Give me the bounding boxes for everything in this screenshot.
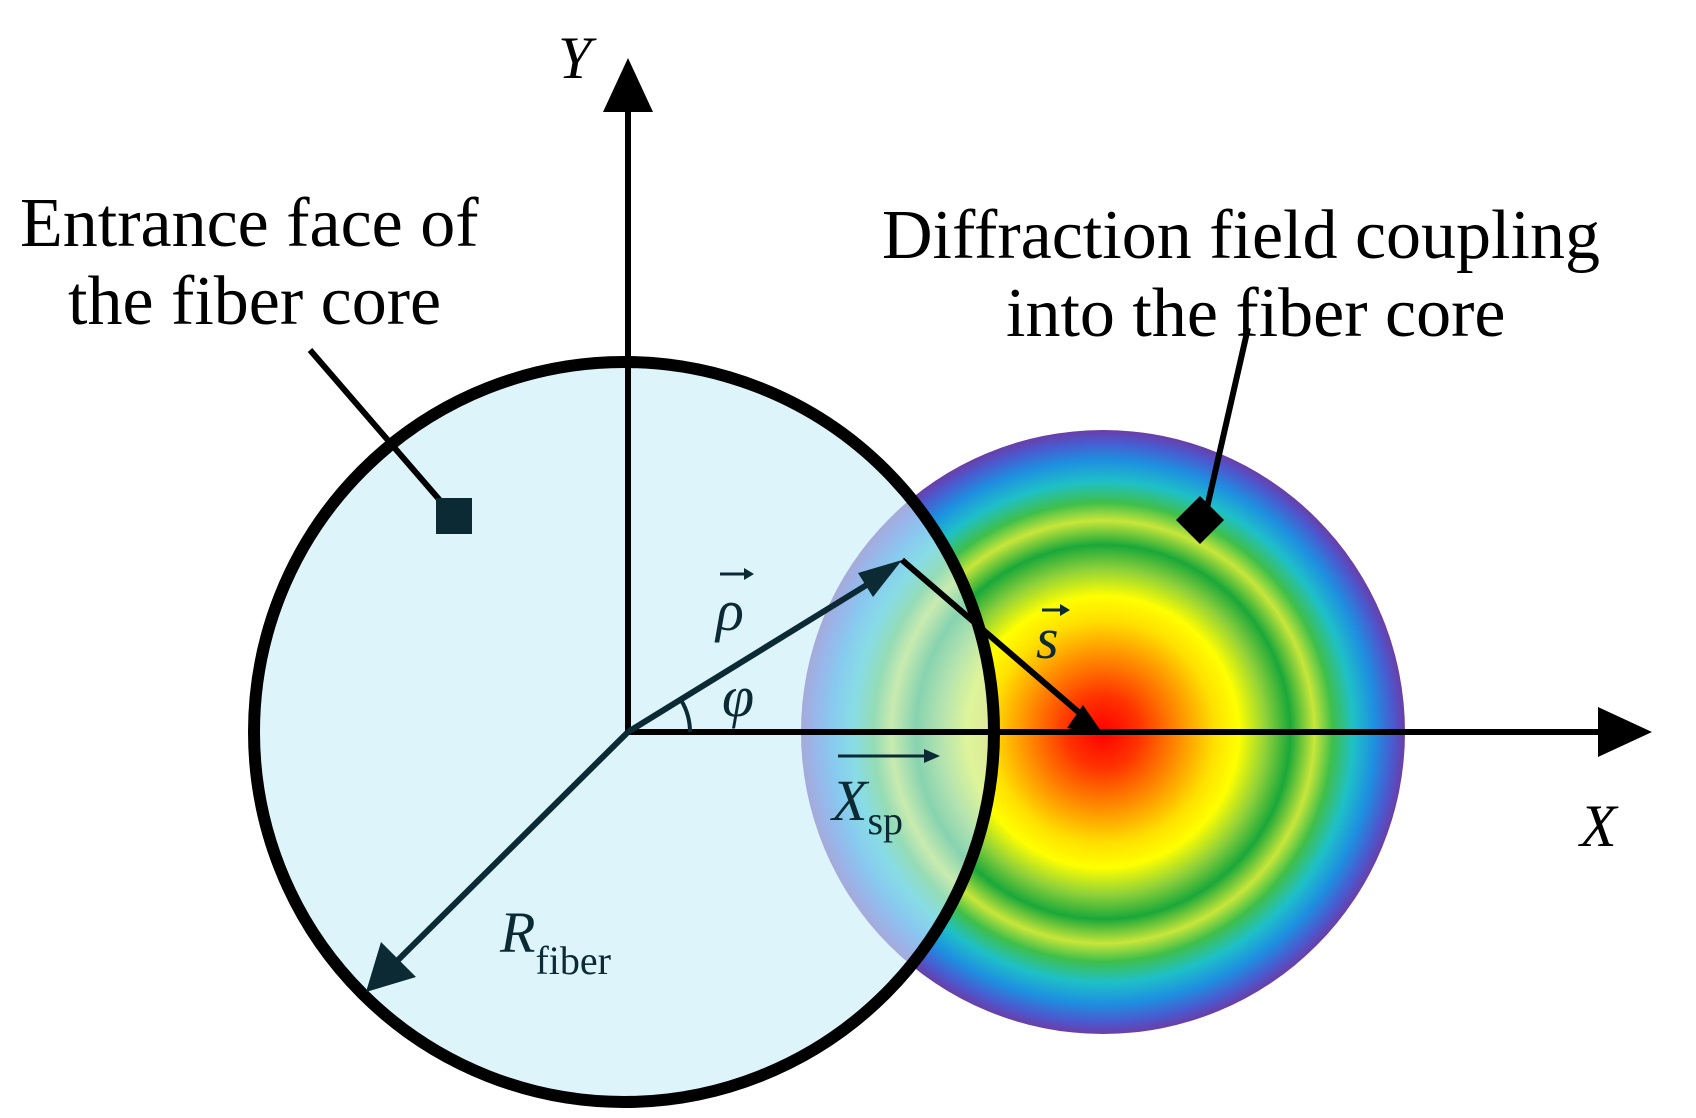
phi-angle-arc: [679, 698, 692, 733]
entrance-caption-line2: the fiber core: [68, 263, 441, 340]
x-sp-main: X: [830, 768, 870, 833]
s-overarrow-head: [1060, 604, 1070, 616]
x-sp-subscript: sp: [867, 798, 903, 843]
s-vector: [900, 557, 1085, 719]
x-axis-label: X: [1578, 793, 1619, 859]
diffraction-caption-line1: Diffraction field coupling: [882, 197, 1600, 274]
y-axis-arrowhead: [603, 58, 653, 112]
x-axis-arrowhead: [1598, 707, 1652, 757]
x-sp-label: Xsp: [830, 768, 903, 843]
diffraction-caption-line2: into the fiber core: [1006, 275, 1506, 352]
y-axis-label: Y: [558, 25, 597, 91]
r-fiber-label: Rfiber: [499, 900, 611, 983]
r-fiber-main: R: [499, 900, 535, 965]
entrance-caption-line1: Entrance face of: [20, 185, 479, 262]
s-arrowhead: [1067, 705, 1103, 734]
square-marker-icon: [436, 498, 472, 534]
phi-label: φ: [722, 664, 754, 729]
x-sp-overarrow-head: [924, 749, 940, 763]
rho-vector: [626, 575, 880, 735]
rho-label: ρ: [714, 578, 744, 643]
rho-overarrow-head: [744, 568, 754, 580]
r-fiber-subscript: fiber: [535, 938, 611, 983]
diffraction-pointer-line: [1203, 327, 1251, 513]
r-fiber-vector: [389, 729, 631, 969]
rho-arrowhead: [858, 560, 902, 597]
s-label: s: [1036, 606, 1059, 671]
entrance-pointer-line: [307, 348, 453, 514]
r-fiber-arrowhead: [366, 942, 416, 992]
